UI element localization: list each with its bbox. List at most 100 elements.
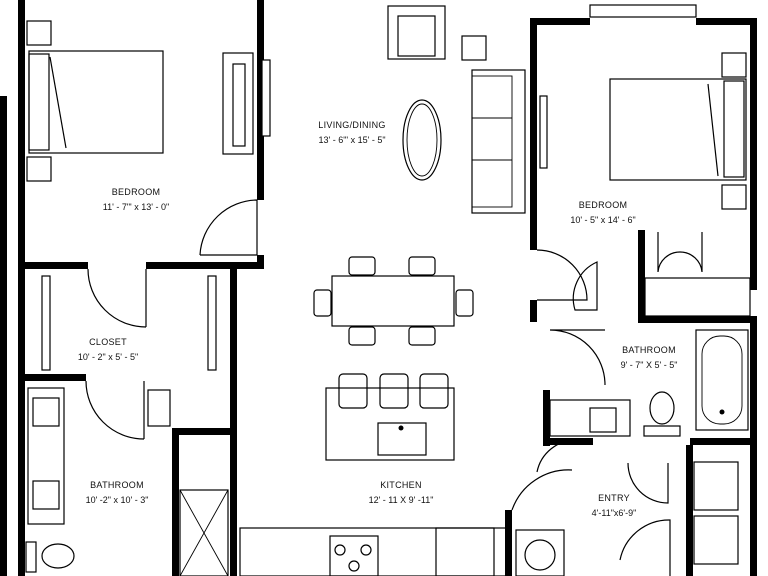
- room-label-bedroom-left: BEDROOM 11' - 7"' x 13' - 0": [103, 188, 169, 212]
- bar-stool: [419, 373, 449, 409]
- room-label-bedroom-right: BEDROOM 10' - 5" x 14' - 6": [570, 201, 635, 225]
- door-bedroom-right: [536, 249, 588, 301]
- room-label-closet: CLOSET 10' - 2" x 5' - 5": [78, 338, 138, 362]
- door-bathroom-left: [85, 380, 145, 440]
- island-sink: [377, 422, 427, 456]
- vanity-sink: [32, 397, 60, 427]
- living-dining-furniture: [313, 5, 548, 461]
- wall-bedroom-bottom-b: [146, 262, 264, 269]
- bed-sheet-fold: [707, 83, 719, 177]
- wall-rbath-bottom-b: [690, 438, 757, 445]
- wall-closet-bottom-a: [18, 374, 86, 381]
- sink-faucet: [398, 425, 404, 431]
- burner: [348, 560, 360, 572]
- dresser: [222, 52, 254, 155]
- door-entry-top: [536, 439, 578, 473]
- headboard: [28, 53, 50, 151]
- room-dimensions: 12' - 11 X 9' -11": [368, 495, 434, 505]
- vanity-sink: [32, 480, 60, 510]
- kitchen-appliances: [239, 461, 739, 576]
- armchair: [387, 5, 446, 60]
- room-name: BEDROOM: [578, 200, 628, 210]
- water-heater-tank: [524, 539, 556, 571]
- shower-drain-lines: [179, 489, 229, 576]
- door-bathroom-right: [549, 329, 606, 386]
- bedroom-left-furniture: [26, 20, 271, 182]
- coffee-table: [402, 99, 442, 181]
- refrigerator: [435, 527, 495, 576]
- room-name: CLOSET: [89, 337, 127, 347]
- kitchen-island: [325, 387, 455, 461]
- dining-chair: [348, 256, 376, 276]
- door-entry-main: [511, 469, 573, 511]
- dining-chairs: [313, 256, 474, 346]
- room-label-living-dining: LIVING/DINING 13' - 6"' x 15' - 5": [318, 121, 385, 145]
- room-label-kitchen: KITCHEN 12' - 11 X 9' -11": [369, 481, 434, 505]
- water-heater: [515, 529, 565, 576]
- nightstand: [26, 20, 52, 46]
- wall-bedroom-bottom-a: [18, 262, 88, 269]
- window: [539, 95, 548, 169]
- wall-rbath-left: [543, 390, 550, 446]
- room-dimensions: 4'-11"x6'-9": [591, 508, 637, 518]
- window: [589, 4, 697, 18]
- room-name: KITCHEN: [380, 480, 422, 490]
- dining-table: [331, 275, 455, 327]
- nightstand: [721, 52, 747, 78]
- bed-sheet-fold: [49, 56, 67, 149]
- doors: [85, 199, 703, 576]
- linen-cabinet: [147, 389, 171, 427]
- armchair-seat: [397, 15, 436, 57]
- side-table: [461, 35, 487, 61]
- wall-bed-bath-divider: [638, 316, 757, 323]
- wall-left-edge: [0, 96, 7, 576]
- shower: [179, 489, 229, 576]
- vanity-sink: [589, 407, 617, 433]
- wall-bath-vanity: [172, 428, 230, 435]
- entry-bench: [693, 461, 739, 511]
- room-dimensions: 10' - 5" x 14' - 6": [570, 215, 636, 225]
- wall-entry-right: [686, 445, 693, 576]
- closet-rod: [41, 275, 51, 371]
- room-name: BEDROOM: [111, 187, 161, 197]
- bathroom-left-fixtures: [25, 275, 229, 576]
- room-name: ENTRY: [598, 493, 630, 503]
- room-dimensions: 11' - 7"' x 13' - 0": [102, 202, 170, 212]
- wall-rbath-bottom-a: [543, 438, 593, 445]
- burner: [360, 544, 372, 556]
- toilet: [41, 543, 75, 569]
- wall-closet-right: [230, 262, 237, 576]
- door-rbath-swing: [572, 261, 598, 311]
- burner: [334, 544, 346, 556]
- bedroom-right-furniture: [589, 4, 751, 317]
- wall-bath-inner: [172, 428, 179, 576]
- dining-chair: [408, 256, 436, 276]
- room-dimensions: 13' - 6"' x 15' - 5": [318, 135, 386, 145]
- closet-shelf: [644, 277, 751, 317]
- closet-rod: [207, 275, 217, 371]
- bar-stool: [379, 373, 409, 409]
- door-bedroom-left: [199, 199, 258, 256]
- wall-right-top: [530, 18, 590, 25]
- door-entry-closet-a: [627, 462, 669, 504]
- coffee-table-inner: [406, 103, 438, 177]
- room-label-bathroom-left: BATHROOM 10' -2" x 10' - 3": [86, 481, 149, 505]
- bathroom-right-fixtures: [549, 329, 749, 437]
- wall-right-outer-low: [750, 320, 757, 576]
- wall-right-bed-left-low: [530, 300, 537, 322]
- entry-bench: [693, 515, 739, 565]
- room-label-entry: ENTRY 4'-11"x6'-9": [592, 494, 637, 518]
- dining-chair: [313, 289, 332, 317]
- vanity: [27, 387, 65, 525]
- dresser-inner: [232, 63, 246, 147]
- toilet-tank: [643, 425, 681, 437]
- sofa-seat: [471, 75, 513, 208]
- counter: [239, 527, 509, 576]
- nightstand: [721, 184, 747, 210]
- wall-closet-right-bed: [638, 230, 645, 322]
- bed: [609, 78, 747, 181]
- room-name: LIVING/DINING: [318, 120, 386, 130]
- room-name: BATHROOM: [90, 480, 144, 490]
